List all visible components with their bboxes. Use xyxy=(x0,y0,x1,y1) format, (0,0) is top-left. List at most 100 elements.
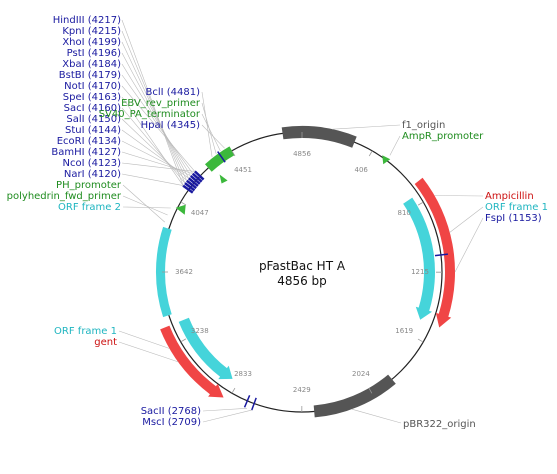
orf-frame1-right-feature xyxy=(403,197,435,320)
enzyme-label: SalI (4150) xyxy=(66,114,121,125)
leader-line xyxy=(454,217,484,273)
fspi-cut-mark xyxy=(434,253,448,257)
tick-mark xyxy=(231,387,236,394)
enzyme-label: HindIII (4217) xyxy=(53,15,121,26)
leader-line xyxy=(121,118,188,181)
tick-mark xyxy=(417,338,424,343)
enzyme-label: XbaI (4184) xyxy=(62,59,121,70)
tick-mark xyxy=(180,201,187,206)
enzyme-label: NarI (4120) xyxy=(64,169,121,180)
tick-label: 3238 xyxy=(191,327,209,335)
tick-label: 406 xyxy=(355,166,369,174)
feature-label: ORF frame 1 xyxy=(485,202,548,213)
enzyme-label: BamHI (4127) xyxy=(51,147,121,158)
tick-label: 4451 xyxy=(234,166,252,174)
tick-label: 4047 xyxy=(191,209,209,217)
enzyme-cut-mark xyxy=(182,184,194,194)
leader-line xyxy=(121,85,196,172)
feature-label: PH_promoter xyxy=(56,180,122,191)
enzyme-cut-mark xyxy=(193,170,205,181)
feature-label: ORF frame 2 xyxy=(58,202,121,213)
leader-line xyxy=(118,330,170,349)
leader-line xyxy=(122,195,168,216)
ebv-primer-feature xyxy=(219,174,228,184)
leader-line xyxy=(121,63,191,177)
tick-mark xyxy=(368,150,373,157)
feature-label: Ampicillin xyxy=(485,191,534,202)
tick-mark xyxy=(368,387,373,394)
feature-label: f1_origin xyxy=(402,120,445,131)
tick-label: 4856 xyxy=(293,150,311,158)
enzyme-cut-mark xyxy=(189,175,201,185)
feature-label: AmpR_promoter xyxy=(402,131,484,142)
gent-feature xyxy=(160,325,224,398)
leader-line xyxy=(202,408,247,412)
enzyme-label: PstI (4196) xyxy=(67,48,121,59)
feature-label: SacII (2768) xyxy=(141,406,201,417)
leader-line xyxy=(121,30,186,184)
leader-line xyxy=(121,41,188,181)
leader-line xyxy=(121,129,189,179)
ampr-promoter-feature xyxy=(382,155,391,165)
leader-line xyxy=(121,140,191,177)
tick-mark xyxy=(417,201,424,206)
leader-line xyxy=(121,162,195,172)
leaders-layer xyxy=(118,19,484,424)
enzyme-label: SpeI (4163) xyxy=(63,92,121,103)
enzyme-label: KpnI (4215) xyxy=(62,26,121,37)
leader-line xyxy=(202,409,252,423)
feature-label: EBV_rev_primer xyxy=(121,98,201,109)
enzyme-label: NotI (4170) xyxy=(64,81,121,92)
tick-label: 1619 xyxy=(395,327,413,335)
enzyme-label: XhoI (4199) xyxy=(62,37,121,48)
tick-label: 2024 xyxy=(352,370,370,378)
leader-line xyxy=(121,173,184,186)
leader-line xyxy=(121,96,184,186)
feature-label: SV40_PA_terminator xyxy=(99,109,201,120)
enzyme-label: NcoI (4123) xyxy=(63,158,122,169)
sv40-pa-terminator-feature xyxy=(205,146,235,172)
enzyme-label: BstBI (4179) xyxy=(59,70,121,81)
leader-line xyxy=(118,341,179,363)
enzyme-cluster-labels: HindIII (4217)KpnI (4215)XhoI (4199)PstI… xyxy=(51,15,121,180)
leader-line xyxy=(122,206,171,209)
mscI-cut-mark xyxy=(251,397,257,411)
feature-label: ORF frame 1 xyxy=(54,326,117,337)
leader-line xyxy=(201,124,225,149)
leader-line xyxy=(121,19,184,186)
feature-label: BclI (4481) xyxy=(145,87,200,98)
f1-origin-feature xyxy=(281,125,357,148)
leader-line xyxy=(122,184,165,223)
enzyme-label: SacI (4160) xyxy=(64,103,121,114)
bcli-cut-mark xyxy=(217,151,226,163)
enzyme-label: EcoRI (4134) xyxy=(57,136,121,147)
ph-promoter-feature xyxy=(175,204,186,215)
enzyme-label: StuI (4144) xyxy=(65,125,121,136)
tick-label: 1215 xyxy=(411,268,429,276)
leader-line xyxy=(201,113,221,152)
sacII-cut-mark xyxy=(243,395,251,408)
leader-line xyxy=(449,206,484,233)
leader-line xyxy=(434,195,484,197)
pbr322-label: pBR322_origin xyxy=(403,419,476,430)
orf-frame1-left-feature xyxy=(178,317,233,380)
feature-label: gent xyxy=(94,337,117,348)
tick-label: 810 xyxy=(398,209,411,217)
ampicillin-feature xyxy=(414,177,456,328)
tick-label: 3642 xyxy=(175,268,193,276)
pbr322-origin-feature xyxy=(313,374,396,418)
enzyme-cut-mark xyxy=(191,172,203,183)
enzyme-cut-mark xyxy=(186,179,197,190)
leader-line xyxy=(121,52,189,179)
plasmid-name: pFastBac HT A xyxy=(259,259,346,273)
enzyme-cut-mark xyxy=(184,182,196,192)
feature-label: HpaI (4345) xyxy=(141,120,200,131)
leader-line xyxy=(121,151,193,174)
feature-label: FspI (1153) xyxy=(485,213,542,224)
tick-mark xyxy=(231,150,236,157)
feature-label: MscI (2709) xyxy=(142,417,201,428)
tick-mark xyxy=(180,338,187,343)
ticks-layer: 4068101215161920242429283332383642404744… xyxy=(162,132,443,413)
